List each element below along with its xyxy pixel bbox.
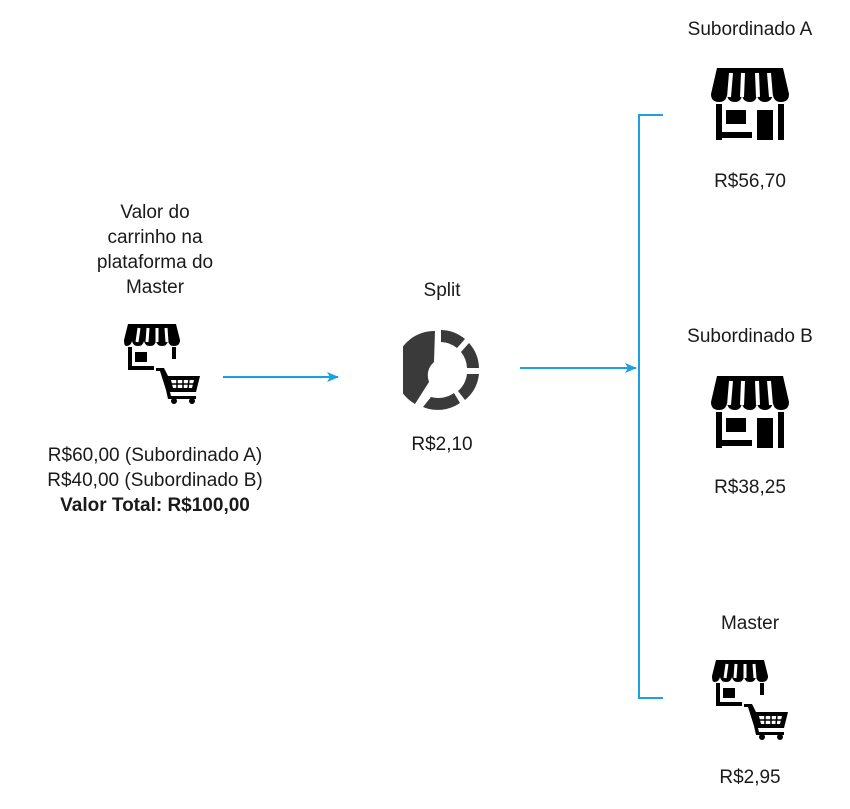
cart-title-line: plataforma do (96, 252, 214, 273)
recipient-master-name: Master (720, 613, 780, 634)
cart-title-line: Valor do (120, 202, 190, 223)
cart-breakdown: R$60,00 (Subordinado A) R$40,00 (Subordi… (5, 443, 305, 518)
cart-title: Valor do carrinho na plataforma do Maste… (55, 200, 255, 300)
store-with-cart-icon (712, 656, 794, 745)
store-with-cart-icon (124, 320, 206, 409)
cart-amount-subordinado-b: R$40,00 (Subordinado B) (47, 470, 263, 491)
recipient-a-name: Subordinado A (687, 19, 813, 40)
split-label: Split (423, 280, 461, 301)
cart-total: Valor Total: R$100,00 (60, 495, 250, 516)
cart-title-line: Master (125, 277, 185, 298)
recipient-b-amount: R$38,25 (714, 477, 786, 498)
store-icon (711, 376, 789, 453)
store-icon (711, 68, 789, 145)
split-fee: R$2,10 (411, 434, 473, 455)
split-logo-icon (395, 330, 481, 415)
cart-title-line: carrinho na (107, 227, 203, 248)
cart-amount-subordinado-a: R$60,00 (Subordinado A) (47, 445, 263, 466)
recipients-bracket (638, 114, 663, 699)
recipient-master-amount: R$2,95 (719, 767, 781, 788)
recipient-a-amount: R$56,70 (714, 171, 786, 192)
recipient-b-name: Subordinado B (687, 326, 813, 347)
